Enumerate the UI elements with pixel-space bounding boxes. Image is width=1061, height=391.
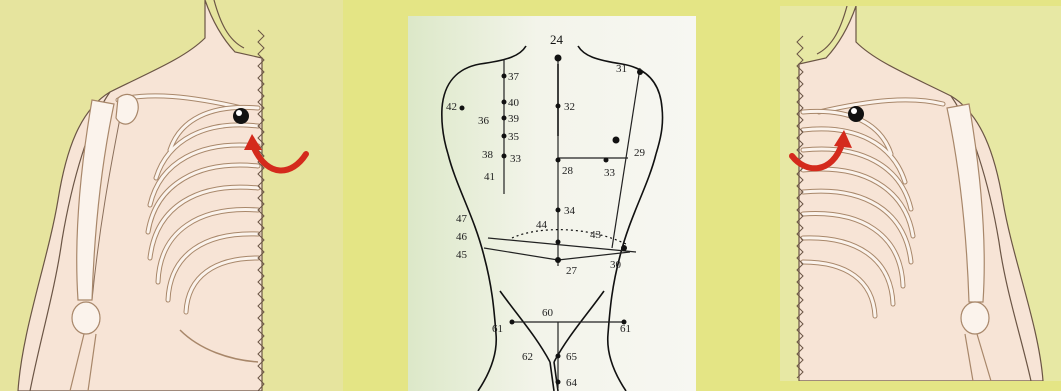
acupoint-marker	[233, 108, 249, 124]
point-label: 45	[456, 249, 468, 261]
point-label: 47	[456, 213, 468, 225]
point-label: 44	[536, 219, 548, 231]
torso-chart-svg: 24 31 37 42 40 32 39 36 35 38 33 29 28 3…	[408, 16, 696, 391]
left-ribcage-svg	[0, 0, 343, 391]
point-label: 42	[446, 101, 457, 113]
point-label: 32	[564, 101, 575, 113]
point-label: 24	[550, 32, 564, 47]
point-label: 61	[492, 323, 503, 335]
point-label: 28	[562, 165, 574, 177]
point-label: 30	[610, 259, 622, 271]
point-label: 62	[522, 351, 533, 363]
point-label: 36	[478, 115, 490, 127]
right-ribcage-svg	[780, 6, 1061, 381]
left-ribcage-illustration	[0, 0, 343, 391]
point-label: 33	[510, 153, 522, 165]
point-label: 65	[566, 351, 578, 363]
point-label: 34	[564, 205, 576, 217]
point-label: 38	[482, 149, 494, 161]
point-label: 41	[484, 171, 495, 183]
point-label: 64	[566, 377, 578, 389]
point-label: 27	[566, 265, 578, 277]
point-label: 39	[508, 113, 520, 125]
acupoint-marker	[848, 106, 864, 122]
point-label: 33	[604, 167, 616, 179]
point-label: 37	[508, 71, 520, 83]
point-label: 46	[456, 231, 468, 243]
point-label: 31	[616, 63, 627, 75]
right-ribcage-illustration	[780, 6, 1061, 381]
point-label: 40	[508, 97, 520, 109]
point-label: 61	[620, 323, 631, 335]
point-label: 29	[634, 147, 646, 159]
torso-point-chart: 24 31 37 42 40 32 39 36 35 38 33 29 28 3…	[408, 16, 696, 391]
point-label: 60	[542, 307, 554, 319]
point-label: 43	[590, 229, 602, 241]
point-label: 35	[508, 131, 520, 143]
